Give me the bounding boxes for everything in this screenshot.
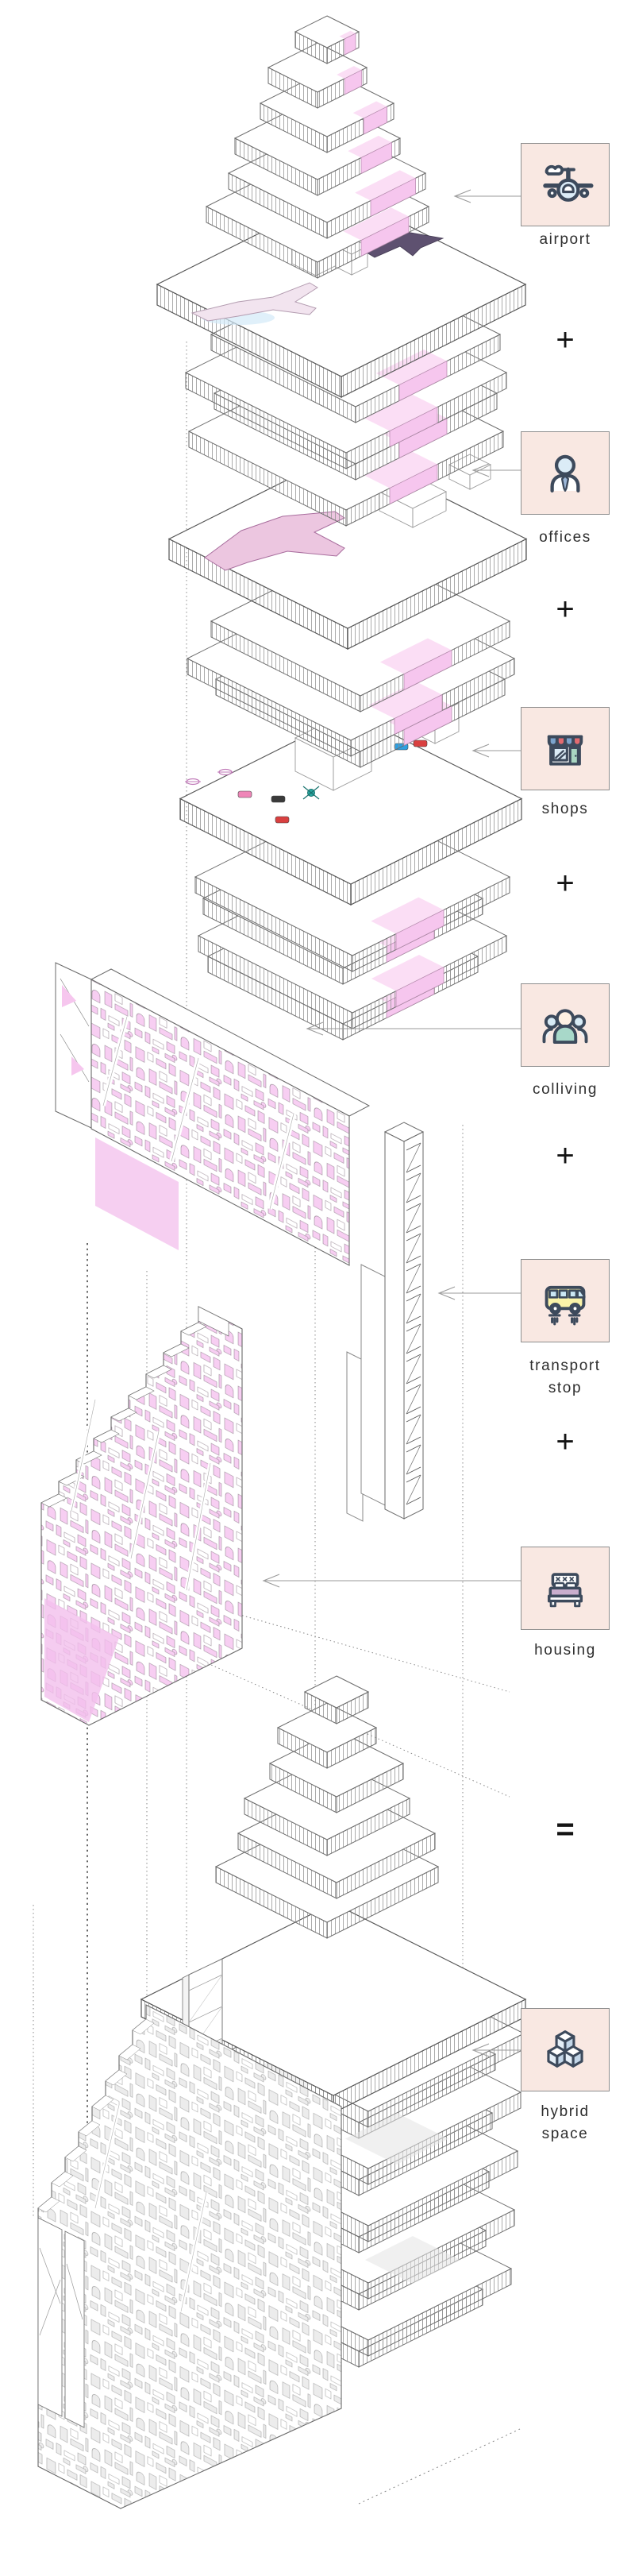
colliving-block: [55, 962, 371, 1266]
legend-card-housing: [521, 1547, 610, 1630]
legend-card-offices: [521, 431, 610, 515]
plus-operator: +: [556, 1138, 575, 1173]
transport-stop-tower: [346, 1122, 425, 1522]
legend-label-housing: housing: [534, 1642, 596, 1659]
legend-card-hybrid-space: [521, 2008, 610, 2091]
arrow-to-hybrid-space: [471, 2043, 521, 2057]
legend-label-airport: airport: [539, 231, 591, 248]
people-group-icon: [542, 1008, 588, 1044]
pointer-arrows: [262, 189, 521, 2057]
legend-label-offices: offices: [539, 529, 591, 546]
storefront-icon: [547, 734, 583, 766]
legend-card-transport-stop: [521, 1259, 610, 1342]
tower-crown: [205, 15, 430, 279]
legend-label-transport-stop: transport stop: [529, 1358, 601, 1396]
plus-operator: +: [556, 592, 575, 627]
legend-card-airport: [521, 143, 610, 226]
arrow-to-housing: [262, 1574, 521, 1588]
plus-operator: +: [556, 1424, 575, 1459]
offices-upper-stack: [184, 261, 508, 527]
hybrid-tower: [37, 1675, 527, 2509]
arrow-to-airport: [453, 189, 521, 203]
office-worker-icon: [550, 454, 580, 492]
arrow-to-offices: [471, 463, 521, 477]
stacked-cubes-icon: [547, 2030, 583, 2068]
arrow-to-shops: [471, 743, 521, 758]
legend-label-shops: shops: [541, 801, 589, 817]
arrow-to-colliving: [306, 1022, 521, 1036]
legend-label-hybrid-space: hybrid space: [541, 2103, 590, 2142]
plus-operator: +: [556, 866, 575, 901]
plus-operator: +: [556, 322, 575, 357]
legend-card-shops: [521, 707, 610, 790]
equals-operator: =: [556, 1812, 575, 1847]
bed-icon: [547, 1572, 583, 1607]
legend-label-colliving: colliving: [533, 1081, 598, 1098]
airplane-icon: [543, 164, 594, 202]
bus-icon: [545, 1285, 586, 1325]
housing-block: [40, 1306, 243, 1726]
arrow-to-transport-stop: [437, 1286, 521, 1300]
legend-card-colliving: [521, 983, 610, 1067]
